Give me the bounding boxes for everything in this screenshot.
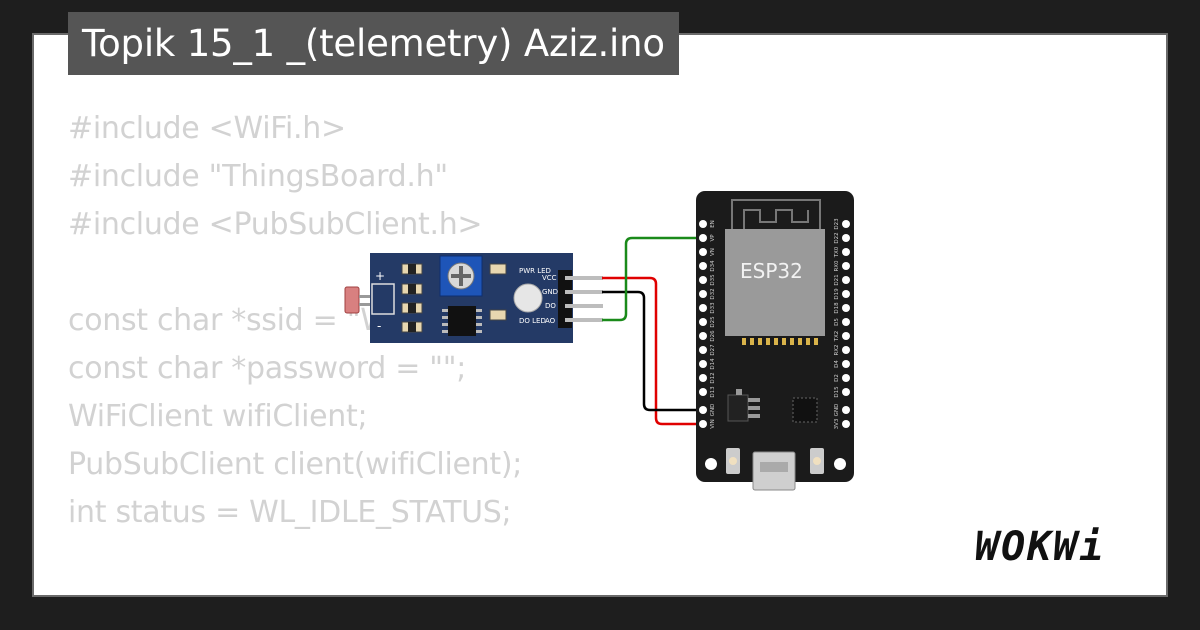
wokwi-logo: WOKWi [975, 524, 1106, 570]
esp32-left-header [699, 220, 707, 428]
esp32-right-pin-label-rx0: RX0 [834, 260, 840, 272]
esp32-right-pin-label-d23: D23 [834, 218, 840, 230]
do-led-label: DO LED [519, 317, 546, 325]
esp32-left-pin-label-d12: D12 [710, 372, 716, 383]
code-line: const char *ssid = "W [68, 303, 390, 338]
esp32-right-pin-label-gnd: GND [834, 404, 840, 417]
esp32-left-pin-label-d14: D14 [710, 358, 716, 370]
esp32-left-pin-label-d35: D35 [710, 274, 716, 286]
esp32-left-pin-label-d13: D13 [710, 386, 716, 398]
esp32-right-pin-labels: D23D22TX0RX0D21D19D18D5TX2RX2D4D2D15GND3… [834, 218, 840, 430]
pin-gnd-label: GND [542, 288, 558, 296]
esp32-label: ESP32 [740, 259, 803, 283]
esp32-left-pin-label-d33: D33 [710, 302, 716, 314]
esp32-left-pin-label-d27: D27 [710, 344, 716, 356]
code-line: int status = WL_IDLE_STATUS; [68, 495, 512, 530]
esp32-right-pin-label-d2: D2 [834, 374, 840, 382]
esp32-right-pin-label-d5: D5 [834, 318, 840, 326]
photoresistor [344, 286, 360, 314]
pin-ao-label: AO [545, 317, 556, 325]
page-title: Topik 15_1 _(telemetry) Aziz.ino [68, 12, 679, 75]
code-line: PubSubClient client(wifiClient); [68, 447, 523, 482]
esp32-right-pin-label-3v3: 3V3 [834, 418, 840, 429]
ldr-sensor-module[interactable]: + - PWR LED DO LED [344, 253, 603, 343]
esp32-left-pin-label-gnd: GND [710, 404, 716, 417]
esp32-right-pin-label-tx2: TX2 [834, 331, 840, 343]
esp32-left-pin-label-vp: VP [710, 234, 716, 242]
wires [602, 236, 704, 426]
code-line: const char *password = ""; [68, 351, 467, 386]
code-line: WiFiClient wifiClient; [68, 399, 368, 434]
pwr-led-label: PWR LED [519, 267, 551, 275]
code-line: #include <PubSubClient.h> [68, 207, 483, 242]
esp32-right-pin-label-d4: D4 [834, 360, 840, 368]
esp32-left-pin-label-d25: D25 [710, 316, 716, 328]
esp32-chip-shield [725, 229, 825, 336]
sensor-minus-label: - [377, 319, 381, 333]
pin-do-label: DO [545, 302, 556, 310]
esp32-right-pin-label-d18: D18 [834, 302, 840, 314]
wire-gnd-black[interactable] [602, 290, 704, 412]
esp32-left-pin-label-d32: D32 [710, 288, 716, 299]
esp32-right-pin-label-d15: D15 [834, 386, 840, 398]
esp32-board[interactable]: ESP32 ENVPVND34D35D32D33D25D26D27D14D12D… [696, 191, 854, 491]
esp32-left-pin-label-vn: VN [710, 248, 716, 256]
code-line: #define TOKEN "0Lr.Efa0s.E08lvhMCIQe/iW"… [68, 585, 1075, 595]
esp32-right-pin-label-d19: D19 [834, 288, 840, 300]
code-line: #include "ThingsBoard.h" [68, 159, 448, 194]
esp32-left-pin-label-en: EN [710, 220, 716, 228]
comparator-chip [448, 306, 476, 336]
esp32-right-pin-label-rx2: RX2 [834, 344, 840, 355]
wire-ao-green[interactable] [602, 236, 704, 322]
sensor-plus-label: + [375, 269, 385, 283]
esp32-right-header [842, 220, 850, 428]
code-line: #include <WiFi.h> [68, 111, 346, 146]
esp32-left-pin-label-d34: D34 [710, 260, 716, 272]
esp32-left-pin-label-vin: VIN [710, 419, 716, 429]
preview-card: #include <WiFi.h> #include "ThingsBoard.h… [34, 35, 1166, 595]
esp32-right-pin-label-d21: D21 [834, 274, 840, 285]
esp32-left-pin-label-d26: D26 [710, 330, 716, 342]
esp32-right-pin-label-d22: D22 [834, 232, 840, 243]
wire-vcc-red[interactable] [602, 276, 704, 426]
code-background: #include <WiFi.h> #include "ThingsBoard.h… [68, 105, 1075, 595]
pin-vcc-label: VCC [542, 274, 557, 282]
esp32-right-pin-label-tx0: TX0 [834, 246, 840, 258]
